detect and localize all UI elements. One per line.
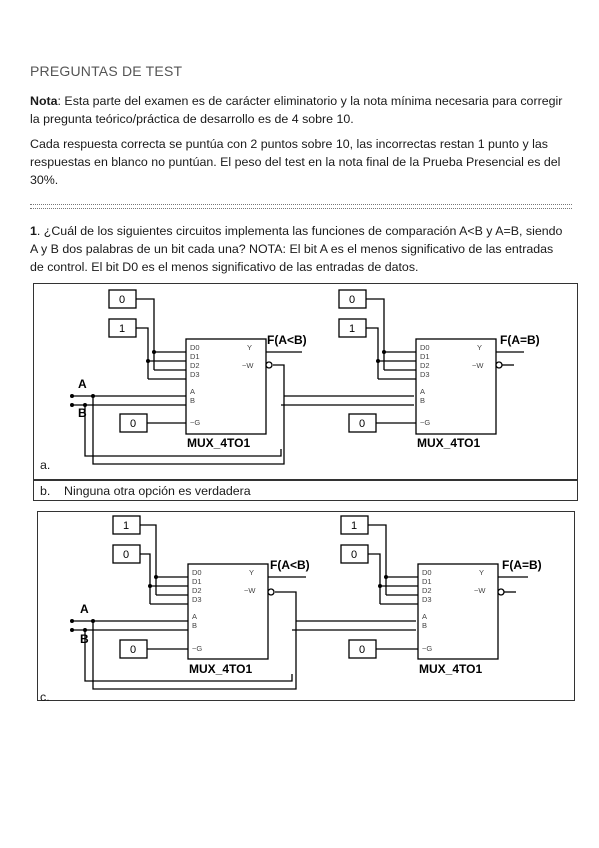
svg-text:~W: ~W [472,361,484,370]
svg-text:~W: ~W [244,586,256,595]
question-body: . ¿Cuál de los siguientes circuitos impl… [30,224,563,274]
svg-text:A: A [420,387,425,396]
svg-text:D1: D1 [422,577,432,586]
input-a-label: A [78,377,87,391]
svg-text:~G: ~G [190,418,200,427]
note-text: : Esta parte del examen es de carácter e… [30,94,563,126]
mux2-g-value: 0 [359,418,365,430]
mux2-d1-value: 0 [351,549,357,561]
note-label: Nota [30,94,58,108]
mux1-d1-value: 0 [123,549,129,561]
mux1-d0-value: 0 [119,294,125,306]
mux2-d0-value: 0 [349,294,355,306]
svg-text:D3: D3 [190,370,200,379]
question-number: 1 [30,224,37,238]
svg-text:A: A [192,612,197,621]
output-eq-label: F(A=B) [502,558,542,572]
svg-text:~W: ~W [242,361,254,370]
svg-text:~W: ~W [474,586,486,595]
svg-text:B: B [190,396,195,405]
note-paragraph: Nota: Esta parte del examen es de caráct… [30,92,570,128]
svg-text:D1: D1 [190,352,200,361]
option-c-box[interactable]: A B 1 0 0 1 0 0 F(A<B) F(A=B) MUX_4TO1 M… [37,511,575,701]
svg-text:Y: Y [479,568,484,577]
svg-text:~G: ~G [420,418,430,427]
mux2-d0-value: 1 [351,520,357,532]
mux2-name: MUX_4TO1 [419,662,482,676]
input-b-label: B [78,406,87,420]
section-title: PREGUNTAS DE TEST [30,63,183,79]
svg-text:B: B [192,621,197,630]
mux1-name: MUX_4TO1 [187,436,250,450]
output-eq-label: F(A=B) [500,333,540,347]
option-c-letter: c. [40,690,50,704]
svg-text:A: A [422,612,427,621]
mux1-name: MUX_4TO1 [189,662,252,676]
mux1-d1-value: 1 [119,323,125,335]
svg-text:D3: D3 [420,370,430,379]
svg-text:Y: Y [247,343,252,352]
option-a-letter: a. [40,458,51,472]
option-c-circuit: A B 1 0 0 1 0 0 F(A<B) F(A=B) MUX_4TO1 M… [70,515,542,690]
svg-text:B: B [422,621,427,630]
input-a-label: A [80,602,89,616]
svg-text:D0: D0 [420,343,430,352]
scoring-paragraph: Cada respuesta correcta se puntúa con 2 … [30,137,561,187]
svg-text:D0: D0 [192,568,202,577]
input-b-label: B [80,632,89,646]
output-lt-label: F(A<B) [270,558,310,572]
option-a-box[interactable]: A B 0 1 0 0 1 0 F(A<B) F(A=B) MUX_4TO1 M… [33,283,578,480]
mux2-g-value: 0 [359,644,365,656]
svg-text:D3: D3 [192,595,202,604]
svg-text:D2: D2 [422,586,432,595]
svg-text:D2: D2 [190,361,200,370]
option-b-box[interactable] [33,480,578,501]
mux2-name: MUX_4TO1 [417,436,480,450]
mux2-d1-value: 1 [349,323,355,335]
svg-text:Y: Y [249,568,254,577]
svg-text:A: A [190,387,195,396]
svg-text:D0: D0 [190,343,200,352]
svg-text:D2: D2 [420,361,430,370]
option-a-circuit: A B 0 1 0 0 1 0 F(A<B) F(A=B) MUX_4TO1 M… [70,289,540,465]
mux1-g-value: 0 [130,418,136,430]
svg-text:Y: Y [477,343,482,352]
svg-text:~G: ~G [192,644,202,653]
mux1-d0-value: 1 [123,520,129,532]
svg-text:B: B [420,396,425,405]
svg-text:D0: D0 [422,568,432,577]
option-b-letter: b. [40,484,51,498]
svg-text:D1: D1 [420,352,430,361]
mux1-g-value: 0 [130,644,136,656]
section-divider [30,204,572,209]
question-text: 1. ¿Cuál de los siguientes circuitos imp… [30,222,570,276]
svg-text:~G: ~G [422,644,432,653]
svg-text:D3: D3 [422,595,432,604]
output-lt-label: F(A<B) [267,333,307,347]
svg-text:D1: D1 [192,577,202,586]
svg-text:D2: D2 [192,586,202,595]
option-b-text: Ninguna otra opción es verdadera [64,484,251,498]
